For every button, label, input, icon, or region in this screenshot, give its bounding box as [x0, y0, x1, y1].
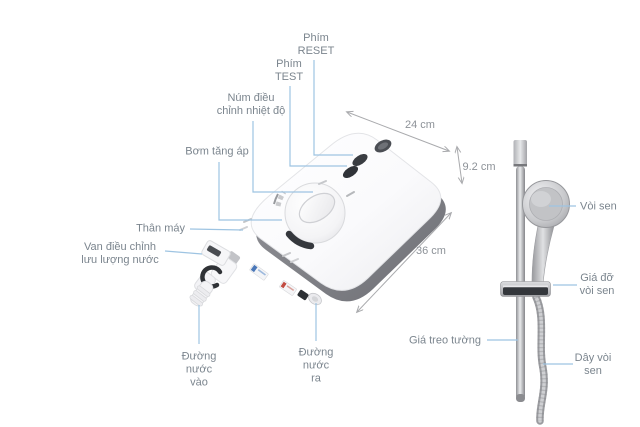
- temperature-knob: [273, 182, 346, 250]
- leader-flow-valve: [164, 250, 203, 255]
- rail-top-cap: [513, 140, 527, 166]
- heater-front-face: [250, 132, 442, 291]
- shower-hose: [532, 293, 548, 425]
- inlet-flow-valve: [189, 240, 240, 307]
- label-reset-button: Phím RESET: [297, 32, 335, 57]
- leader-test-button: [289, 86, 347, 167]
- valve-slot: [206, 245, 222, 257]
- leader-temp-knob: [252, 121, 313, 193]
- shower-holder-bracket: [500, 281, 551, 297]
- dimension-depth: 9.2 cm: [462, 161, 496, 173]
- leader-booster-pump: [218, 162, 282, 221]
- label-shower-holder: Giá đỡ vòi sen: [579, 272, 615, 297]
- knob-grip: [298, 192, 336, 224]
- dimension-arrow-height: [357, 213, 451, 312]
- test-button-slot: [342, 166, 359, 178]
- dimension-width: 24 cm: [405, 119, 435, 131]
- outlet-port: [297, 289, 309, 301]
- label-shower-hose: Dây vòi sen: [574, 352, 612, 377]
- label-booster-pump: Bơm tăng áp: [185, 145, 249, 158]
- water-outlet-fitting: [308, 292, 322, 306]
- dimension-arrows: [347, 112, 462, 312]
- label-water-outlet: Đường nước ra: [298, 346, 334, 385]
- shower-head-highlight: [531, 191, 551, 207]
- valve-body: [210, 256, 238, 284]
- inlet-connector: [189, 280, 214, 307]
- label-temp-knob: Núm điều chỉnh nhiệt độ: [216, 92, 286, 117]
- dimension-arrow-depth: [457, 147, 462, 183]
- dimension-arrow-width: [347, 112, 449, 151]
- knob-scale-dark-arc: [285, 230, 315, 250]
- rail-bottom-cap: [516, 394, 525, 402]
- rail-cap-seam: [513, 164, 527, 167]
- label-flow-valve: Van điều chỉnh lưu lượng nước: [81, 241, 159, 266]
- leader-reset-button: [313, 60, 353, 156]
- knob-scale-thin-arc: [273, 193, 279, 205]
- label-unit-body: Thân máy: [136, 222, 185, 235]
- hand-shower: [522, 180, 570, 285]
- label-shower-head: Vòi sen: [580, 200, 617, 213]
- leader-unit-body: [189, 228, 244, 231]
- label-water-inlet: Đường nước vào: [181, 350, 217, 389]
- shower-kit: [500, 140, 570, 425]
- leader-lines: [164, 60, 577, 365]
- bottom-edge-stickers: [249, 263, 322, 306]
- label-wall-rail: Giá treo tường: [408, 334, 481, 347]
- reset-button-slot: [352, 154, 368, 166]
- label-test-button: Phím TEST: [274, 58, 304, 83]
- shower-handle: [531, 220, 555, 285]
- dimension-height: 36 cm: [416, 245, 446, 257]
